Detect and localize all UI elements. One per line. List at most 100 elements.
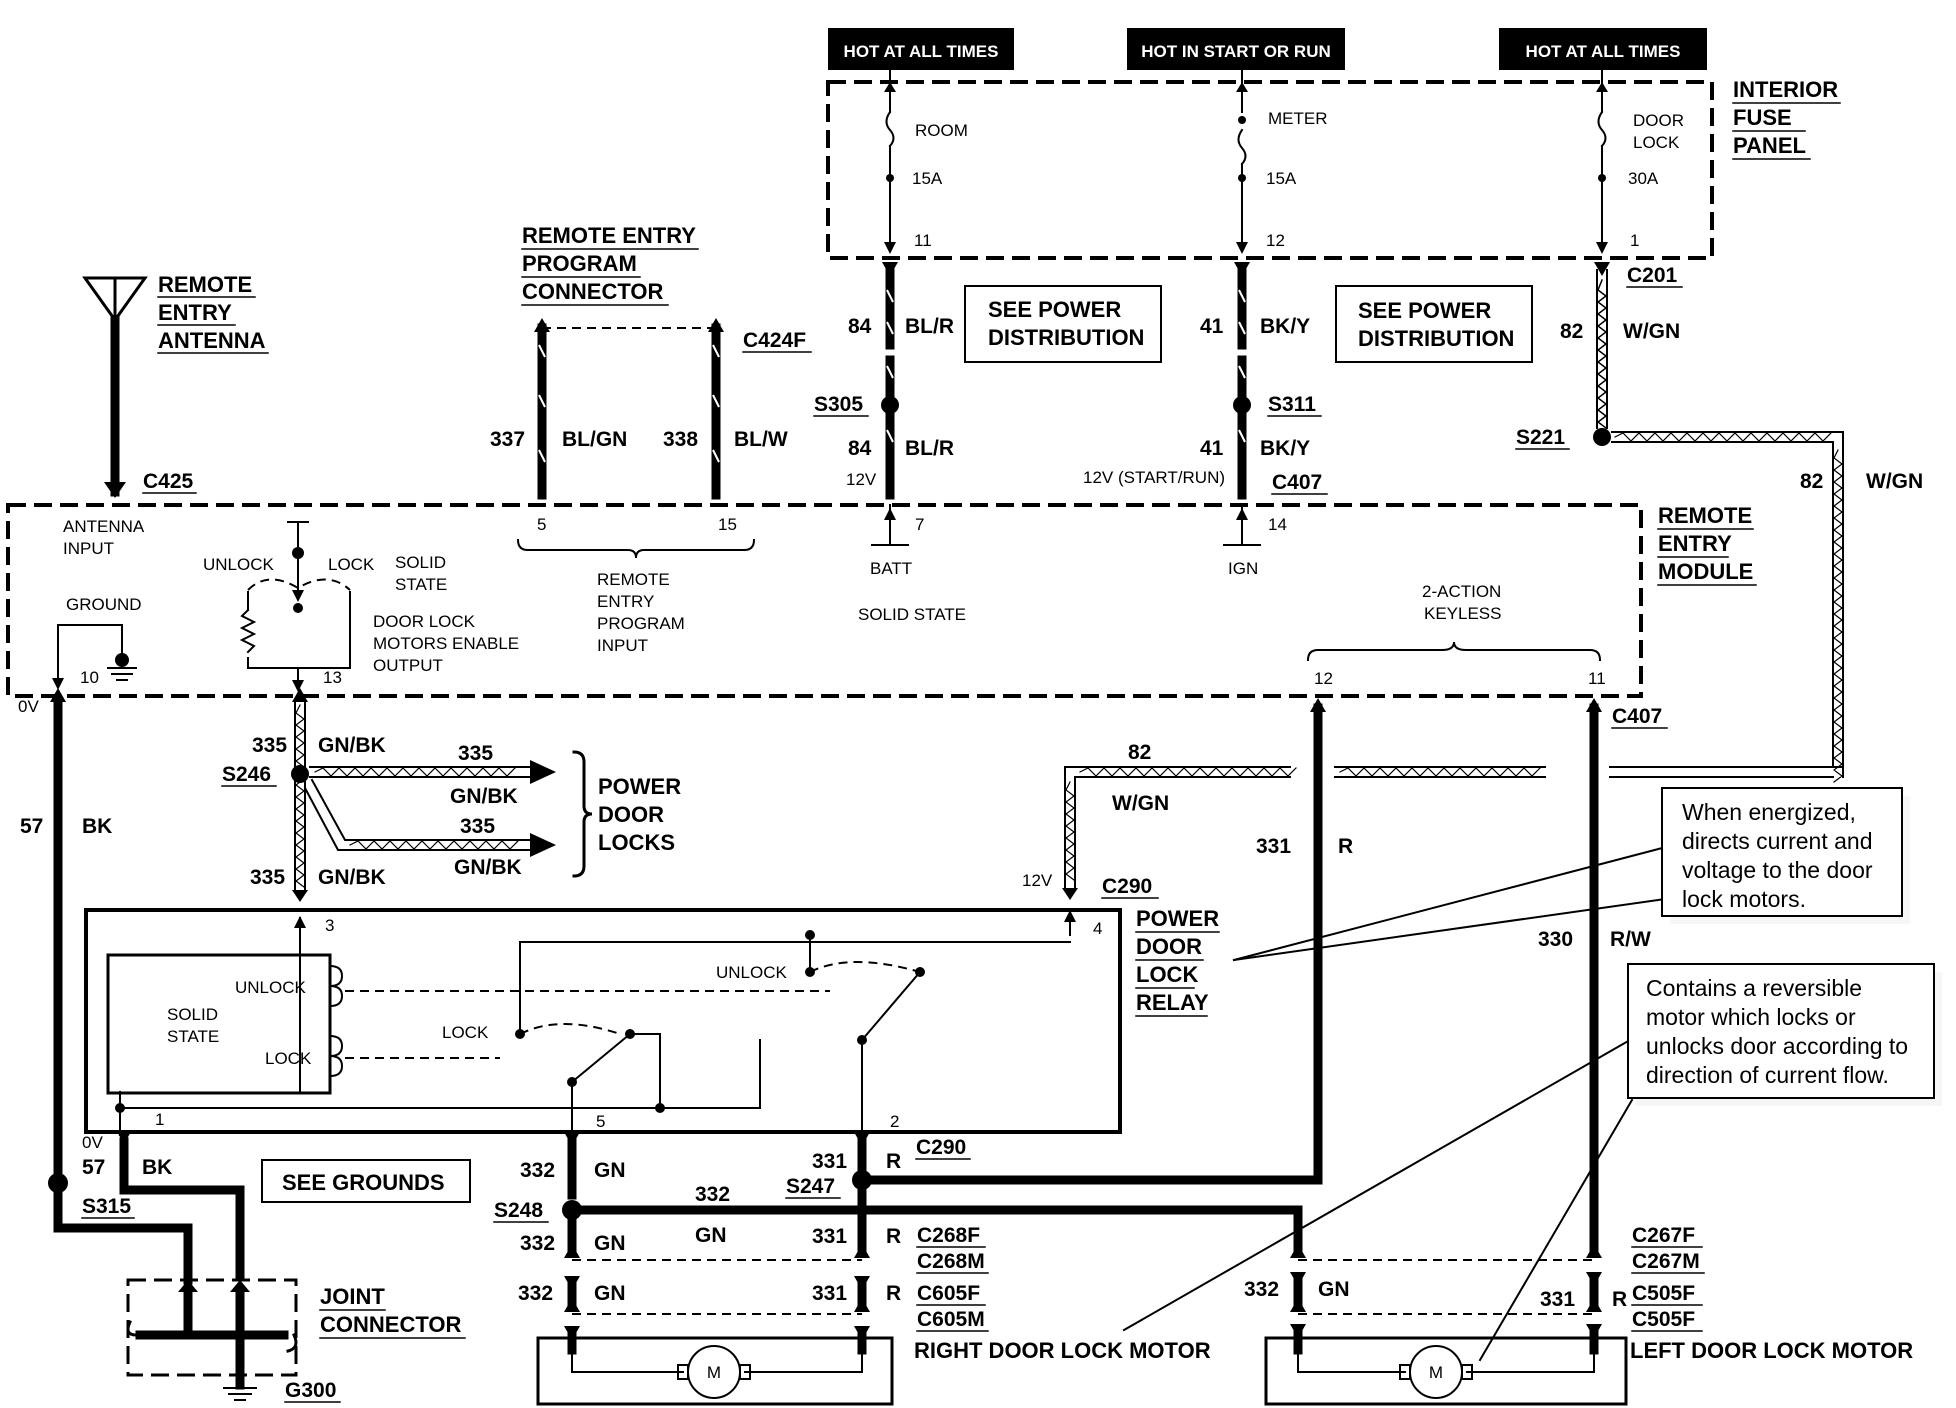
relay-title-2: DOOR	[1136, 934, 1202, 959]
remote-entry-program-connector: REMOTE ENTRY PROGRAM CONNECTOR C424F 337…	[490, 223, 812, 500]
connector-c424f: C424F	[743, 329, 806, 352]
circuit-332-r1-color: GN	[594, 1159, 626, 1182]
hot-label-room: HOT AT ALL TIMES	[844, 42, 999, 61]
joint-connector-2: CONNECTOR	[320, 1312, 461, 1337]
relay-unlock-switch: UNLOCK	[716, 963, 788, 982]
splice-s248: S248	[494, 1199, 543, 1222]
callout-relay-1: When energized,	[1682, 799, 1856, 825]
fuse-meter-pin: 12	[1266, 231, 1285, 250]
connector-c201: C201	[1627, 264, 1678, 287]
callout-relay-2: directs current and	[1682, 828, 1872, 854]
circuit-331-r3: 331	[812, 1282, 847, 1305]
ground-circuit-57: 0V 57 BK S315 0V 57 BK SEE GROUNDS JOINT	[18, 688, 471, 1403]
fuse-door-lock-rating: 30A	[1628, 169, 1659, 188]
program-input-4: INPUT	[597, 636, 648, 655]
circuit-84-upper-color: BL/R	[905, 315, 954, 338]
circuit-331-module: 331	[1256, 835, 1291, 858]
antenna-title-3: ANTENNA	[158, 328, 266, 353]
module-enable-3: OUTPUT	[373, 656, 443, 675]
batt-12v: 12V	[846, 470, 877, 489]
fuse-room-rating: 15A	[912, 169, 943, 188]
fuse-meter-name: METER	[1268, 109, 1328, 128]
circuit-335-branch1: 335	[458, 742, 493, 765]
left-door-lock-motor: M	[1264, 1336, 1628, 1406]
see-power-2-line2: DISTRIBUTION	[1358, 326, 1514, 351]
circuit-57-relay: 57	[82, 1156, 105, 1179]
circuit-41-upper: 41	[1200, 315, 1224, 338]
right-connector-4: C605M	[917, 1308, 985, 1331]
module-pin-11: 11	[1588, 669, 1606, 688]
splice-s246: S246	[222, 763, 271, 786]
circuit-57-relay-color: BK	[142, 1156, 172, 1179]
fuse-room: ROOM 15A 11	[884, 69, 968, 254]
power-door-locks-1: POWER	[598, 774, 681, 799]
module-ign: IGN	[1228, 559, 1258, 578]
module-ground-label: GROUND	[66, 595, 142, 614]
circuit-331-module-color: R	[1338, 835, 1353, 858]
circuit-338-color: BL/W	[734, 428, 788, 451]
connector-c425: C425	[143, 470, 194, 493]
relay-title-3: LOCK	[1136, 962, 1198, 987]
module-lock: LOCK	[328, 555, 375, 574]
module-pin-7: 7	[915, 515, 924, 534]
circuit-332-horizontal-color: GN	[695, 1224, 727, 1247]
module-zero-v: 0V	[18, 697, 39, 716]
relay-outputs: 332 GN S248 332 GN 332 GN 331 R C290 S24…	[116, 698, 1913, 1406]
circuit-57: 57	[20, 815, 43, 838]
relay-pin-5: 5	[596, 1112, 605, 1131]
circuit-84-lower-color: BL/R	[905, 437, 954, 460]
fuse-panel-title-1: INTERIOR	[1733, 77, 1838, 102]
circuit-337-color: BL/GN	[562, 428, 627, 451]
callout-relay-4: lock motors.	[1682, 886, 1806, 912]
power-door-locks-3: LOCKS	[598, 830, 675, 855]
circuit-332-left: 332	[1244, 1278, 1279, 1301]
left-connector-2: C267M	[1632, 1250, 1700, 1273]
connector-c407-top: C407	[1272, 471, 1322, 494]
fuse-door-lock-pin: 1	[1630, 231, 1639, 250]
relay-pin-2: 2	[890, 1112, 899, 1131]
callout-motor-1: Contains a reversible	[1646, 975, 1862, 1001]
circuit-332-r2: 332	[520, 1232, 555, 1255]
connector-c290-top: C290	[1102, 875, 1152, 898]
antenna-title-2: ENTRY	[158, 300, 232, 325]
circuit-332-r2-color: GN	[594, 1232, 626, 1255]
hot-label-meter: HOT IN START OR RUN	[1141, 42, 1331, 61]
circuit-331-r1: 331	[812, 1150, 847, 1173]
circuit-332-left-color: GN	[1318, 1278, 1350, 1301]
relay-title-4: RELAY	[1136, 990, 1209, 1015]
program-connector-title-2: PROGRAM	[522, 251, 637, 276]
power-door-lock-relay: POWER DOOR LOCK RELAY 3 4 SOLID STATE UN…	[84, 906, 1220, 1136]
module-solid-state-2: STATE	[395, 575, 447, 594]
fuse-room-pin: 11	[914, 231, 932, 250]
module-pin-13: 13	[323, 668, 342, 687]
interior-fuse-panel: HOT AT ALL TIMES HOT IN START OR RUN HOT…	[826, 28, 1841, 288]
circuit-335-top-color: GN/BK	[318, 734, 386, 757]
module-enable-1: DOOR LOCK	[373, 612, 476, 631]
circuit-82-upper: 82	[1560, 320, 1583, 343]
relay-lock-switch: LOCK	[442, 1023, 489, 1042]
program-connector-title-3: CONNECTOR	[522, 279, 663, 304]
callout-motor: Contains a reversible motor which locks …	[1122, 963, 1942, 1362]
module-title-1: REMOTE	[1658, 503, 1752, 528]
circuit-335-top: 335	[252, 734, 287, 757]
fuse-room-name: ROOM	[915, 121, 968, 140]
relay-lock-coil: LOCK	[265, 1049, 312, 1068]
module-unlock: UNLOCK	[203, 555, 275, 574]
splice-s221: S221	[1516, 426, 1565, 449]
relay-pin-1: 1	[155, 1110, 164, 1129]
circuit-331-r2: 331	[812, 1225, 847, 1248]
relay-unlock-coil: UNLOCK	[235, 978, 307, 997]
remote-entry-antenna: REMOTE ENTRY ANTENNA C425	[82, 272, 269, 498]
circuit-332-r3: 332	[518, 1282, 553, 1305]
circuit-84-upper: 84	[848, 315, 872, 338]
power-door-locks-feed: 335 GN/BK S246 335 GN/BK 335 GN/BK 335 G…	[221, 688, 681, 902]
circuit-41-upper-color: BK/Y	[1260, 315, 1310, 338]
program-connector-title-1: REMOTE ENTRY	[522, 223, 696, 248]
circuit-332-horizontal: 332	[695, 1183, 730, 1206]
module-title-2: ENTRY	[1658, 531, 1732, 556]
module-pin-14: 14	[1268, 515, 1287, 534]
circuit-335-bottom: 335	[250, 866, 285, 889]
module-batt: BATT	[870, 559, 912, 578]
fuse-door-lock-name-2: LOCK	[1633, 133, 1680, 152]
